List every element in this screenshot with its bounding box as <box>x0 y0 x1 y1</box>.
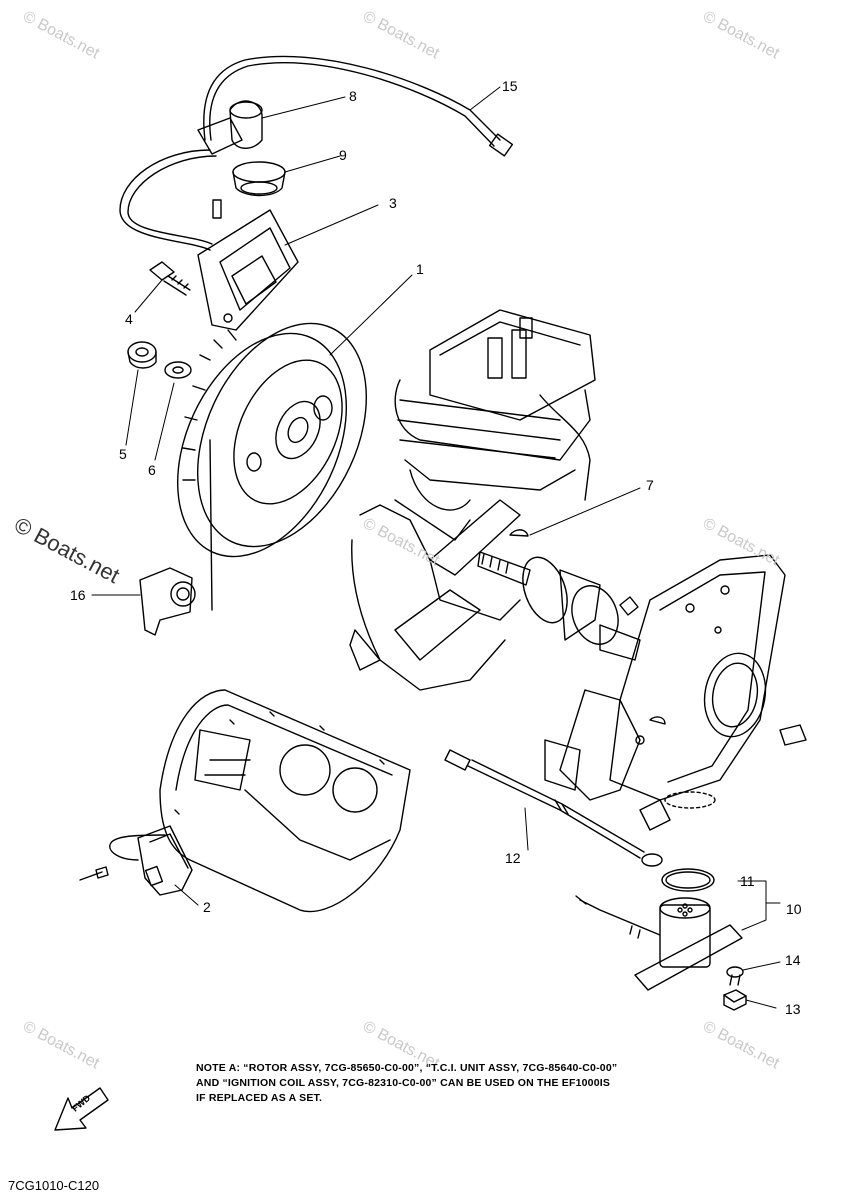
nut-5 <box>127 341 157 369</box>
note-line-2: AND “IGNITION COIL ASSY, 7CG-82310-C0-00… <box>196 1077 611 1089</box>
callout-10: 10 <box>786 901 802 917</box>
oil-level-sensor <box>575 895 743 991</box>
callout-6: 6 <box>148 462 156 478</box>
crankcase-cover <box>544 554 807 831</box>
callout-16: 16 <box>70 587 86 603</box>
woodruff-key <box>509 529 529 537</box>
callout-8: 8 <box>349 88 357 104</box>
o-ring <box>661 868 715 892</box>
ignition-coil <box>197 199 299 331</box>
callout-5: 5 <box>119 446 127 462</box>
washer-14 <box>726 966 744 978</box>
grommet <box>232 161 286 197</box>
note-line-1: NOTE A: “ROTOR ASSY, 7CG-85650-C0-00”, “… <box>196 1062 618 1074</box>
note-block: NOTE A: “ROTOR ASSY, 7CG-85650-C0-00”, “… <box>196 1061 756 1106</box>
bolt-4 <box>149 261 191 296</box>
crankcase <box>349 499 521 691</box>
spark-plug-cap <box>197 100 263 155</box>
diagram-code: 7CG1010-C120 <box>8 1178 100 1193</box>
callout-11: 11 <box>740 873 755 889</box>
callout-3: 3 <box>389 195 397 211</box>
fwd-arrow <box>54 1087 109 1131</box>
bolt-13 <box>723 974 747 1011</box>
callout-2: 2 <box>203 899 211 915</box>
spark-plug-lead <box>119 55 514 251</box>
note-line-3: IF REPLACED AS A SET. <box>196 1092 323 1104</box>
washer-6 <box>164 361 192 379</box>
callout-7: 7 <box>646 477 654 493</box>
callout-12: 12 <box>505 850 521 866</box>
callout-14: 14 <box>785 952 801 968</box>
engine-cylinder <box>394 309 596 541</box>
sensor-lead <box>444 749 663 867</box>
pickup-coil <box>139 567 196 636</box>
callout-4: 4 <box>125 311 133 327</box>
flywheel-rotor <box>176 322 368 611</box>
callout-13: 13 <box>785 1001 801 1017</box>
crankshaft <box>477 551 641 661</box>
tci-unit <box>79 825 193 896</box>
callout-9: 9 <box>339 147 347 163</box>
callout-15: 15 <box>502 78 518 94</box>
callout-1: 1 <box>416 261 424 277</box>
leader-lines <box>91 86 781 1009</box>
fan-housing <box>159 689 411 913</box>
